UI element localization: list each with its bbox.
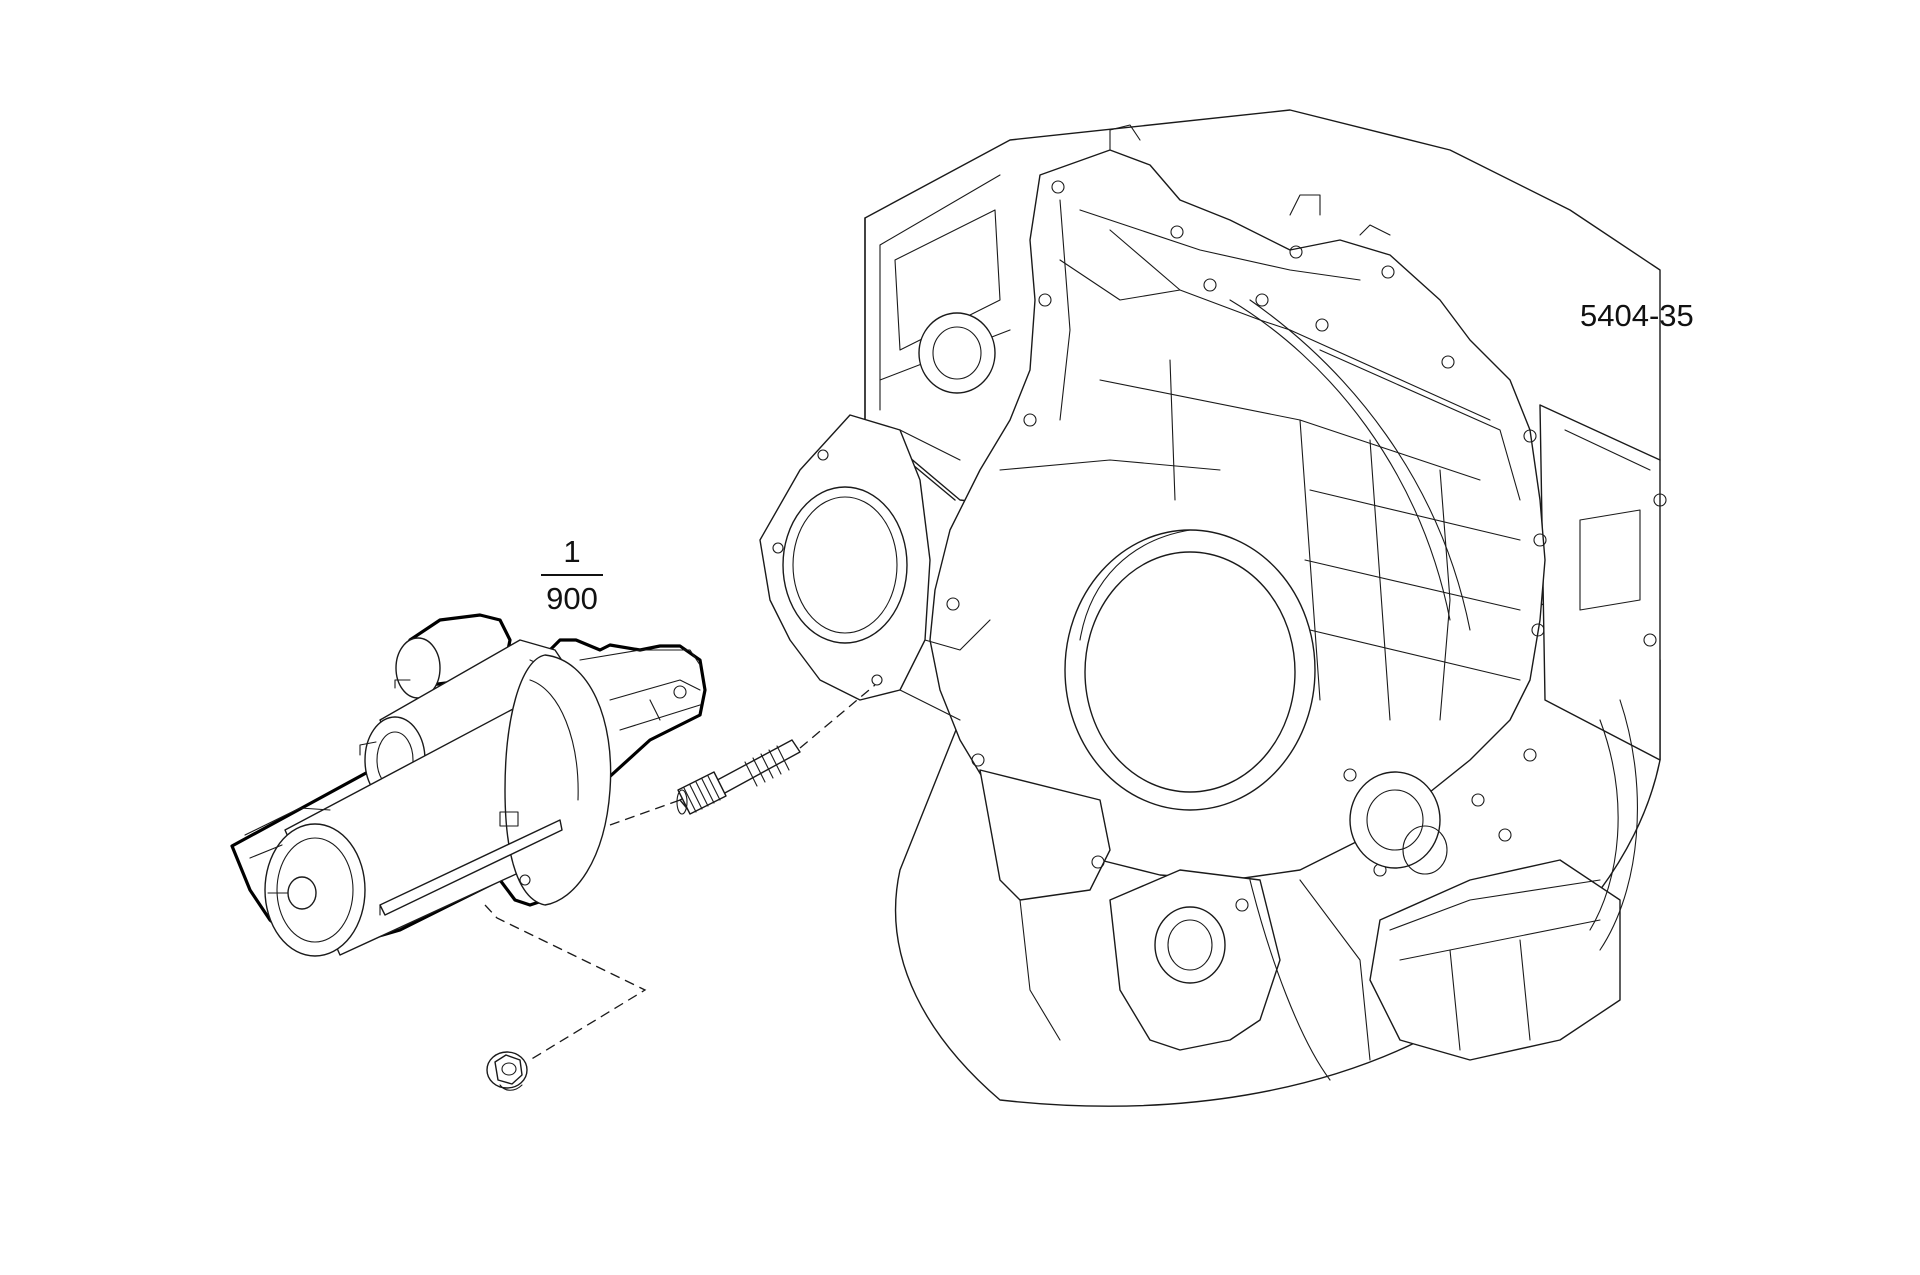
part-number: 1 [563, 534, 581, 569]
mounting-stud [676, 739, 801, 815]
starter-motor [230, 613, 707, 957]
part-callout: 1 900 [537, 536, 607, 614]
callout-divider [541, 574, 603, 576]
flange-nut [486, 1051, 528, 1091]
drawing-reference-code: 5404-35 [1580, 298, 1694, 333]
flywheel-housing [759, 109, 1667, 1107]
part-quantity: 900 [546, 581, 598, 616]
assembly-lines [484, 684, 876, 1061]
